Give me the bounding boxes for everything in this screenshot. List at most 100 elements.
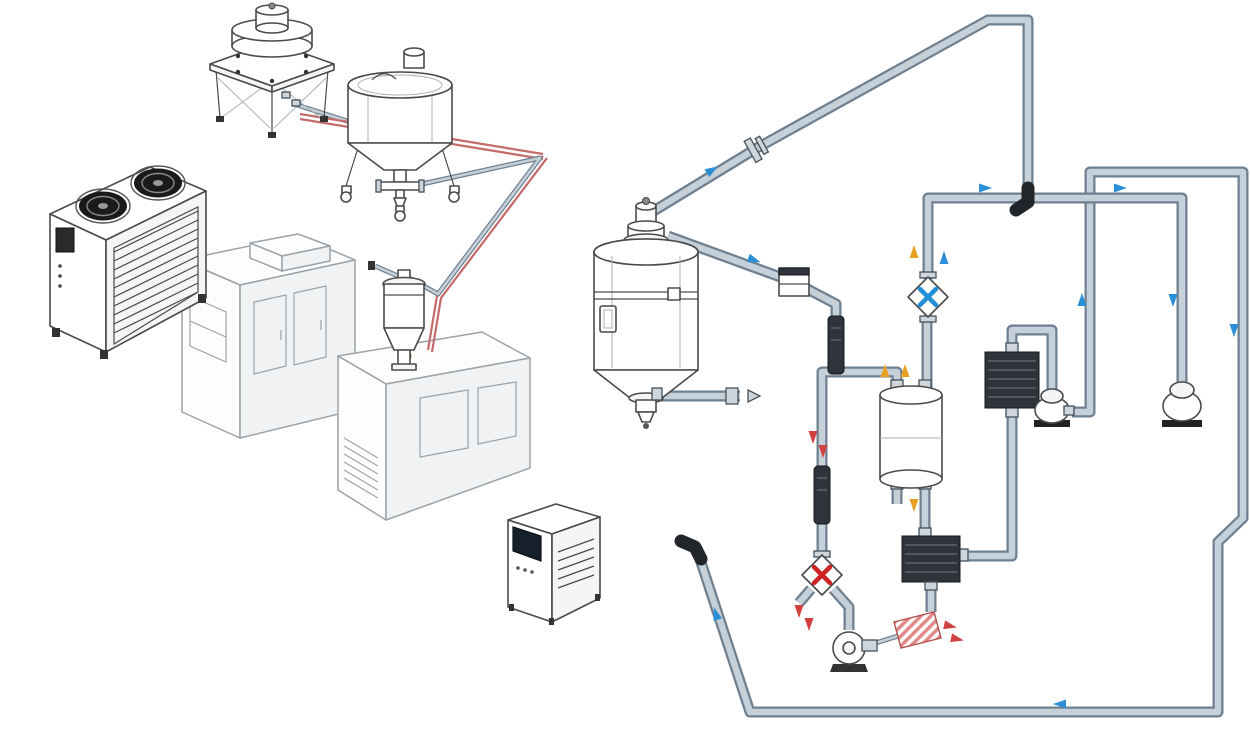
pump1-dome: [1040, 388, 1064, 404]
hopper-outlet-coupling: [725, 387, 739, 405]
flow-arrow-blue-6: [1168, 294, 1178, 307]
receiver-cone: [383, 327, 425, 351]
process-heater: [827, 315, 845, 375]
mtc-foot-2: [549, 618, 554, 625]
tank-lid-handle: [371, 73, 397, 81]
cooling-tower: [209, 2, 335, 138]
pipe-conveying-top: [652, 20, 1028, 212]
blower-discharge: [861, 639, 878, 652]
machine-door-2: [293, 285, 327, 366]
flow-arrow-red-5: [943, 620, 958, 632]
storage-mixing-tank: [340, 47, 460, 222]
pump1-outlet: [1063, 405, 1075, 416]
flow-arrow-red-4: [804, 618, 814, 631]
water-line-to-throat-b: [430, 157, 548, 353]
mtc-foot-3: [595, 594, 600, 601]
mtc-button-3: [530, 570, 534, 574]
receiver-body: [383, 283, 425, 329]
pipe-red-valve-left-outlet: [799, 589, 811, 603]
blower-hub: [842, 641, 856, 655]
vacuum-pump-2: [1162, 381, 1202, 427]
flow-arrow-orange-4: [909, 245, 919, 258]
exhaust-elbow-cap-top: [1009, 181, 1035, 217]
tank-lid: [347, 71, 453, 99]
chiller-foot-2: [100, 350, 108, 359]
mold-temperature-controller: [507, 503, 601, 625]
regeneration-blower: [830, 631, 878, 672]
receiver-elbow-cap: [368, 261, 375, 270]
chiller-foot-3: [198, 294, 206, 303]
chiller-indicator-3: [58, 284, 62, 288]
tank-caster-wheel-right: [448, 191, 460, 203]
aftercooler: [984, 342, 1040, 418]
injection-molding-machine: [181, 233, 531, 521]
dryer-outlet-cone: [637, 411, 655, 423]
hopper-outlet-nozzle: [747, 388, 762, 404]
flow-arrow-blue-8: [1229, 324, 1239, 337]
dryer-side-outlet-fitting: [651, 387, 663, 401]
mtc-vent-slats: [557, 538, 595, 589]
pump2-dome: [1169, 381, 1195, 399]
tank-discharge-valve: [375, 169, 425, 222]
chiller-fan-2: [130, 165, 186, 201]
tank-leg-right: [441, 147, 455, 187]
dehumidifier-bottom: [879, 469, 943, 489]
drying-hopper: [593, 197, 699, 429]
dehumidifier-body: [879, 394, 943, 480]
machine-base-panel-1: [419, 389, 469, 458]
machine-vent-grille: [343, 437, 379, 499]
tower-motor-cap: [268, 2, 276, 10]
chiller-foot-1: [52, 328, 60, 337]
pipe-regeneration-loop: [697, 172, 1243, 712]
mtc-button-1: [516, 566, 520, 570]
pipe-cooler-return: [960, 412, 1012, 556]
flow-arrow-red-3: [794, 605, 804, 618]
flow-arrow-blue-4: [979, 183, 992, 193]
chiller-fan-1: [75, 188, 131, 224]
regeneration-heater: [813, 465, 831, 525]
tower-plate-edge-right: [271, 63, 335, 93]
exhaust-louver: [893, 611, 942, 649]
dehumidifier-top: [879, 385, 943, 405]
receiver-mount-flange: [391, 363, 417, 371]
machine-topbox-side: [281, 245, 331, 272]
dryer-outlet-valve: [643, 423, 649, 429]
dryer-motor-cap: [642, 197, 650, 205]
vacuum-hopper-receiver: [368, 261, 426, 371]
flow-arrow-blue-5: [1114, 183, 1127, 193]
chiller-indicator-2: [58, 274, 62, 278]
air-cooled-chiller: [49, 165, 207, 359]
dryer-spool-top: [627, 220, 665, 232]
pump2-base: [1162, 420, 1202, 427]
machine-base-front: [337, 355, 387, 521]
regeneration-filter: [901, 527, 969, 591]
flow-arrow-red-1: [808, 431, 818, 444]
dryer-band-clamp: [667, 287, 681, 301]
blower-base: [830, 664, 868, 672]
tower-frame: [215, 69, 329, 138]
machine-door-1: [253, 294, 287, 375]
dryer-lid-2: [593, 238, 699, 266]
flow-arrows: [704, 162, 1239, 709]
tank-cone: [347, 142, 453, 171]
pipe-flange-fitting: [743, 135, 770, 164]
machine-base-panel-2: [477, 381, 517, 445]
vacuum-pump-1: [1034, 388, 1075, 427]
chiller-indicator-1: [58, 264, 62, 268]
mtc-foot-1: [509, 604, 514, 611]
tower-motor-bottom: [255, 22, 289, 34]
chiller-control-panel: [55, 227, 75, 253]
flow-arrow-red-6: [950, 633, 965, 645]
tank-caster-wheel-left: [340, 191, 352, 203]
machine-front-panel: [189, 295, 227, 363]
machine-base-side: [385, 357, 531, 521]
chiller-grille: [113, 206, 199, 346]
diverter-valve-blue: [907, 271, 949, 323]
flow-arrow-orange-3: [909, 499, 919, 512]
tank-top-filter-cap: [403, 47, 425, 57]
pipe-network: [652, 20, 1243, 712]
material-conveying-hose: [396, 155, 543, 297]
pipe-red-valve-to-blower: [833, 589, 849, 630]
